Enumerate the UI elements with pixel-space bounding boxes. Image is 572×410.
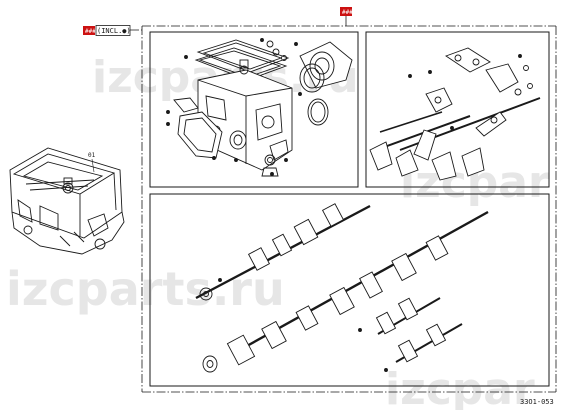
outer-frame bbox=[130, 25, 557, 393]
panel-shafts-gears bbox=[149, 193, 550, 387]
callout-assembly: 01 bbox=[88, 152, 96, 159]
transmission-assembly bbox=[9, 147, 125, 255]
kit-code-box bbox=[83, 26, 95, 35]
assembly-tag[interactable]: ### bbox=[340, 7, 353, 26]
kit-text: (INCL.●) bbox=[97, 27, 131, 35]
assembly-tag-code: ### bbox=[342, 9, 353, 16]
kit-code: ### bbox=[85, 28, 96, 35]
panel-shift-forks bbox=[365, 31, 550, 188]
kit-label[interactable]: ### (INCL.●) bbox=[83, 25, 131, 36]
assembly-tag-box bbox=[340, 7, 352, 16]
case-parts bbox=[166, 38, 353, 177]
kit-text-box bbox=[95, 25, 131, 36]
drawing-number: 33O1-053 bbox=[520, 398, 554, 406]
watermark-corner: izcpar bbox=[385, 364, 535, 410]
shaft-gear-parts bbox=[195, 203, 489, 373]
shift-fork-parts bbox=[369, 47, 541, 181]
panel-case-gaskets bbox=[149, 31, 359, 188]
callout-assembly-leader bbox=[91, 158, 95, 173]
watermark-bottom: izcparts.ru bbox=[6, 262, 285, 316]
